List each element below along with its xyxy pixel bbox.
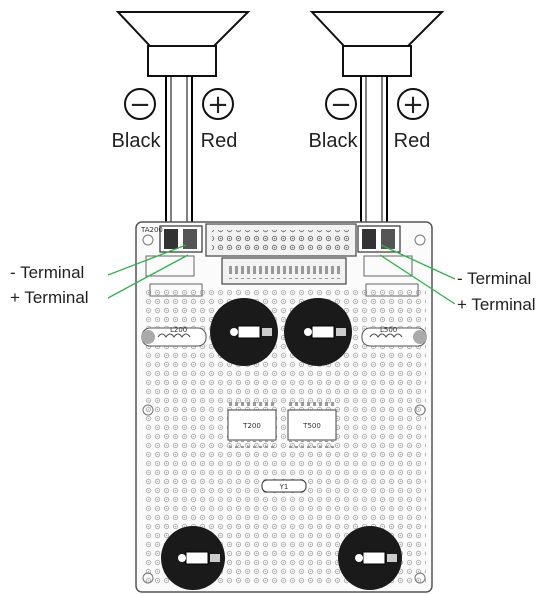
ic-left: T200 [227, 402, 277, 448]
callout-lines [107, 244, 456, 305]
callout-left-positive: + Terminal [10, 288, 89, 307]
wire-label-red-right: Red [394, 130, 431, 152]
ic-right: T500 [287, 402, 337, 448]
minus-circle-icon [124, 88, 156, 120]
wire-label-red-left: Red [201, 130, 238, 152]
chip-label-right: T500 [302, 422, 321, 430]
header-pins [212, 230, 350, 250]
crystal-label: Y1 [279, 483, 289, 491]
plus-circle-icon [397, 88, 429, 120]
speaker-left [115, 11, 251, 77]
wires-left [165, 76, 193, 228]
capacitor-bottom-right [338, 526, 402, 590]
inductor-right: L500 [361, 326, 427, 347]
speaker-cone-right [309, 11, 445, 47]
plus-symbol: + [402, 90, 424, 120]
inductor-label-left: L200 [170, 326, 187, 334]
minus-symbol: − [330, 90, 352, 120]
capacitor-top-right [284, 298, 352, 366]
callout-left-negative: - Terminal [10, 263, 84, 282]
speaker-right [309, 11, 445, 77]
minus-circle-icon [325, 88, 357, 120]
polarity-positive-right: + [397, 88, 429, 120]
inductor-label-right: L500 [380, 326, 397, 334]
plus-symbol: + [207, 90, 229, 120]
speaker-magnet-right [342, 45, 412, 77]
mounting-marks [142, 234, 426, 584]
terminal-block-left: TA200 [140, 225, 203, 253]
chip-label-left: T200 [242, 422, 261, 430]
callout-right-negative: - Terminal [457, 269, 531, 288]
callout-right-positive: + Terminal [457, 295, 536, 314]
polarity-negative-left: − [124, 88, 156, 120]
wires-right [360, 76, 388, 228]
connector-label: TA200 [140, 226, 163, 234]
capacitor-top-left [210, 298, 278, 366]
polarity-positive-left: + [202, 88, 234, 120]
header-pins-2 [228, 263, 340, 279]
crystal: Y1 [261, 479, 307, 493]
wire-label-black-right: Black [309, 130, 359, 152]
minus-symbol: − [129, 90, 151, 120]
speaker-cone-left [115, 11, 251, 47]
plus-circle-icon [202, 88, 234, 120]
speaker-magnet-left [147, 45, 217, 77]
polarity-negative-right: − [325, 88, 357, 120]
terminal-resistors [145, 255, 419, 297]
terminal-block-right [357, 225, 401, 253]
pcb-board: TA200 L200 L500 [135, 221, 433, 593]
inductor-left: L200 [141, 326, 207, 347]
capacitor-bottom-left [161, 526, 225, 590]
wire-label-black-left: Black [112, 130, 162, 152]
